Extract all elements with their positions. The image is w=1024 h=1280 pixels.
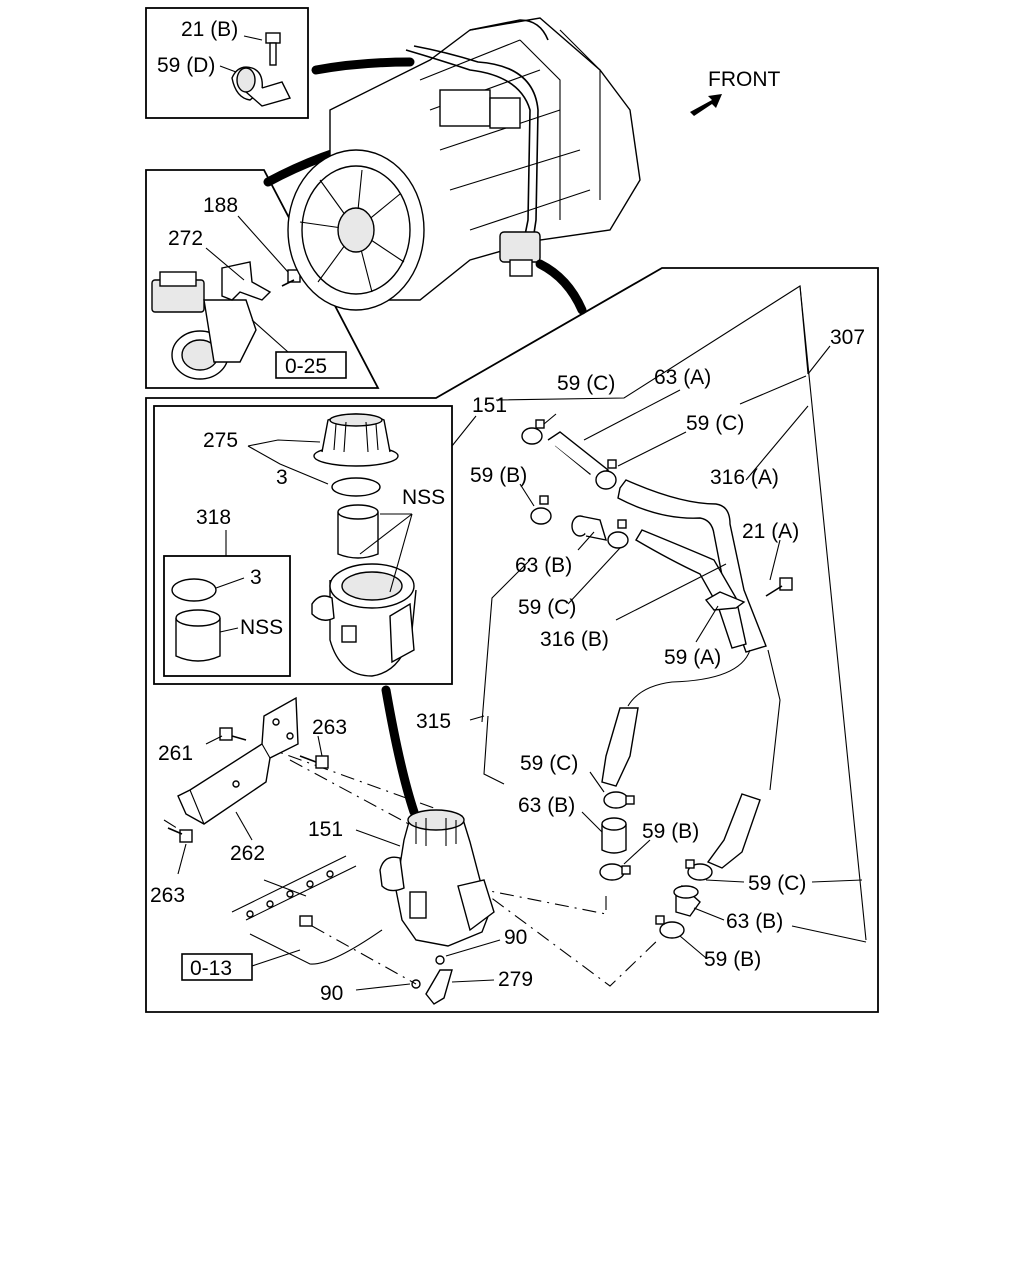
label-315: 315 bbox=[416, 710, 451, 733]
front-arrow-icon bbox=[690, 94, 722, 116]
label-59c-5: 59 (C) bbox=[748, 872, 806, 895]
label-307: 307 bbox=[830, 326, 865, 349]
engine-illustration bbox=[287, 17, 641, 311]
label-279: 279 bbox=[498, 968, 533, 991]
leader-arrow-3 bbox=[535, 259, 587, 315]
leader-arrow-1 bbox=[311, 57, 415, 75]
label-90-b: 90 bbox=[320, 982, 343, 1005]
o-ring-icon-2 bbox=[171, 578, 217, 602]
bolt-261-icon bbox=[219, 727, 247, 741]
hose-lower-1-icon bbox=[601, 707, 639, 787]
clamp-icon-7 bbox=[655, 915, 685, 939]
label-316a: 316 (A) bbox=[710, 466, 779, 489]
ref-0-25: 0-25 bbox=[285, 355, 327, 378]
bolt-263b-icon bbox=[167, 827, 193, 843]
filter-element-icon-2 bbox=[175, 609, 221, 662]
bracket-59a-icon bbox=[704, 591, 746, 611]
label-90-a: 90 bbox=[504, 926, 527, 949]
hose-279-icon bbox=[425, 969, 453, 1005]
hose-63b-icon bbox=[571, 515, 629, 549]
front-label: FRONT bbox=[708, 68, 780, 91]
label-3b: 3 bbox=[250, 566, 262, 589]
ref-box-0-13 bbox=[181, 953, 253, 981]
label-59c-1: 59 (C) bbox=[557, 372, 615, 395]
label-151-top: 151 bbox=[472, 394, 507, 417]
label-316b: 316 (B) bbox=[540, 628, 609, 651]
ref-box-0-25 bbox=[275, 351, 347, 379]
label-59d: 59 (D) bbox=[157, 54, 215, 77]
filter-housing-icon bbox=[311, 563, 417, 677]
label-63b-1: 63 (B) bbox=[515, 554, 572, 577]
label-63b-3: 63 (B) bbox=[726, 910, 783, 933]
label-261: 261 bbox=[158, 742, 193, 765]
coupler-icon-1 bbox=[601, 817, 627, 854]
clamp-icon-5 bbox=[599, 863, 631, 881]
label-59c-3: 59 (C) bbox=[518, 596, 576, 619]
valve-inset bbox=[145, 169, 380, 389]
clamp-icon-1 bbox=[521, 419, 545, 445]
clamp-icon-3 bbox=[530, 495, 552, 525]
clamp-icon-4 bbox=[603, 791, 635, 809]
label-63a: 63 (A) bbox=[654, 366, 711, 389]
hose-316b-icon bbox=[635, 529, 747, 649]
clip-inset bbox=[145, 7, 309, 119]
air-pump-icon bbox=[379, 809, 495, 947]
label-59c-4: 59 (C) bbox=[520, 752, 578, 775]
clamp-icon-2 bbox=[595, 459, 617, 490]
label-59b-3: 59 (B) bbox=[704, 948, 761, 971]
clamp-icon-6 bbox=[685, 859, 713, 881]
label-151-bottom: 151 bbox=[308, 818, 343, 841]
label-59a: 59 (A) bbox=[664, 646, 721, 669]
coupler-icon-2 bbox=[673, 884, 701, 917]
leader-arrow-4 bbox=[381, 685, 419, 817]
label-262: 262 bbox=[230, 842, 265, 865]
filter-inset bbox=[153, 405, 453, 685]
filter-subinset bbox=[163, 555, 291, 677]
label-275: 275 bbox=[203, 429, 238, 452]
label-59c-2: 59 (C) bbox=[686, 412, 744, 435]
bolt-21a-icon bbox=[765, 577, 793, 597]
label-59b-2: 59 (B) bbox=[642, 820, 699, 843]
ref-0-13: 0-13 bbox=[190, 957, 232, 980]
frame-rail-icon bbox=[231, 855, 383, 965]
label-188: 188 bbox=[203, 194, 238, 217]
label-263-a: 263 bbox=[312, 716, 347, 739]
label-263-b: 263 bbox=[150, 884, 185, 907]
hose-63a-icon bbox=[547, 431, 610, 479]
label-3a: 3 bbox=[276, 466, 288, 489]
bolt-263a-icon bbox=[299, 755, 329, 769]
clamp-90a-icon bbox=[435, 955, 445, 965]
label-318: 318 bbox=[196, 506, 231, 529]
hose-316a-icon bbox=[617, 479, 767, 653]
clip-icon bbox=[231, 66, 292, 107]
main-frame bbox=[145, 267, 879, 1013]
label-59b-1: 59 (B) bbox=[470, 464, 527, 487]
label-21b: 21 (B) bbox=[181, 18, 238, 41]
label-nss-2: NSS bbox=[240, 616, 283, 639]
o-ring-icon bbox=[331, 477, 381, 497]
bolt-icon bbox=[265, 32, 281, 66]
filter-element-icon bbox=[337, 504, 379, 559]
hose-lower-2-icon bbox=[706, 793, 761, 869]
label-272: 272 bbox=[168, 227, 203, 250]
cap-icon bbox=[313, 413, 399, 467]
label-21a: 21 (A) bbox=[742, 520, 799, 543]
label-63b-2: 63 (B) bbox=[518, 794, 575, 817]
label-nss-1: NSS bbox=[402, 486, 445, 509]
bracket-262-icon bbox=[177, 696, 299, 825]
